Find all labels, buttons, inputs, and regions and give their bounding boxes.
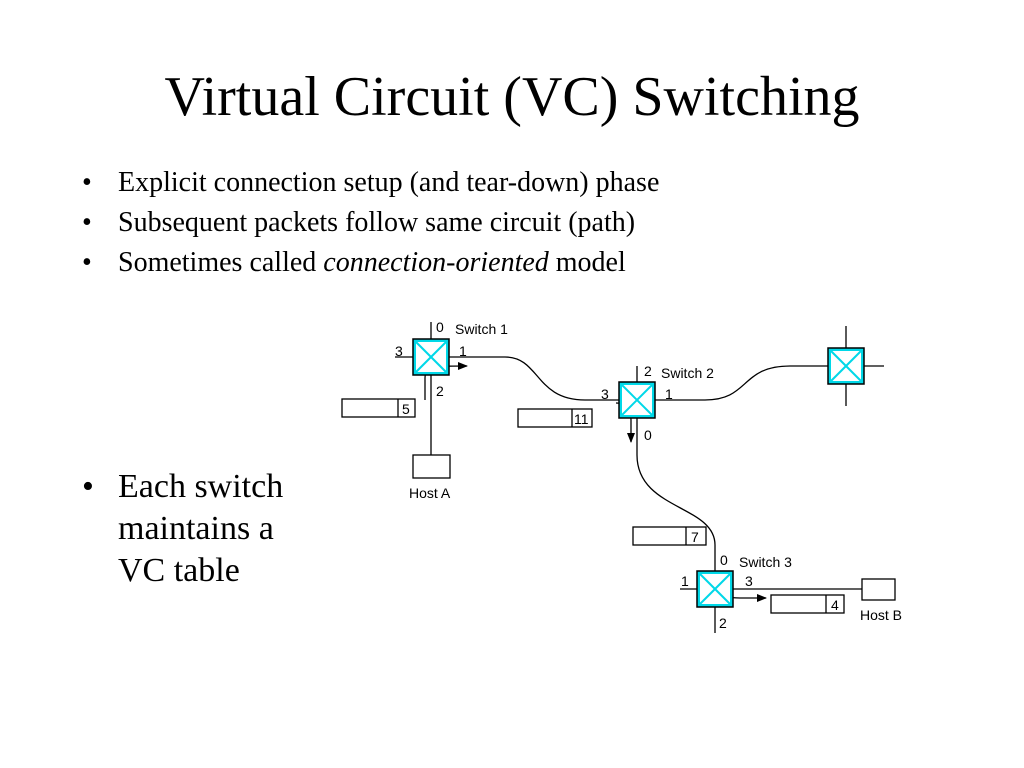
- vc-label: 11: [574, 411, 589, 427]
- switch-2: [618, 381, 656, 419]
- vc-packets: [341, 398, 845, 614]
- port-label: 3: [745, 573, 753, 589]
- host-a-label: Host A: [409, 485, 451, 501]
- link-s1-s2: [449, 356, 619, 401]
- switch-2-label: Switch 2: [661, 365, 714, 381]
- switch-1: [412, 338, 450, 376]
- bullet-text: Sometimes called: [118, 247, 324, 278]
- links: [395, 322, 884, 633]
- slide-title: Virtual Circuit (VC) Switching: [164, 66, 860, 128]
- vc-packet: [341, 398, 416, 418]
- host-b-box: [861, 578, 896, 601]
- bullet-list: Explicit connection setup (and tear-down…: [78, 163, 659, 283]
- port-label: 0: [720, 552, 728, 568]
- bullet-item: Subsequent packets follow same circuit (…: [78, 203, 659, 243]
- bullet-line: Each switch: [118, 468, 284, 505]
- port-label: 2: [719, 615, 727, 631]
- host-b-label: Host B: [860, 607, 902, 623]
- host-a-box: [412, 454, 451, 479]
- port-label: 2: [644, 363, 652, 379]
- bullet-line: maintains a: [118, 510, 274, 547]
- vc-packet: [632, 526, 707, 546]
- port-label: 1: [459, 343, 467, 359]
- switch-1-label: Switch 1: [455, 321, 508, 337]
- bullet-item: Sometimes called connection-oriented mod…: [78, 243, 659, 283]
- port-label: 0: [644, 427, 652, 443]
- bullet-item: Each switch maintains a VC table: [78, 466, 283, 592]
- bullet-line: VC table: [118, 552, 240, 589]
- switch-3: [696, 570, 734, 608]
- port-label: 1: [665, 386, 673, 402]
- vc-label: 5: [402, 401, 410, 417]
- port-label: 2: [436, 383, 444, 399]
- link-s2-s3: [636, 418, 716, 572]
- bullet-item: Explicit connection setup (and tear-down…: [78, 163, 659, 203]
- port-label: 1: [681, 573, 689, 589]
- vc-label: 7: [691, 529, 699, 545]
- port-label: 3: [395, 343, 403, 359]
- bullet-text: model: [548, 247, 626, 278]
- vc-packet: [517, 408, 593, 428]
- side-bullet-list: Each switch maintains a VC table: [78, 466, 283, 592]
- link-s2-switch4: [655, 365, 828, 401]
- port-label: 0: [436, 319, 444, 335]
- switch-3-label: Switch 3: [739, 554, 792, 570]
- port-label: 3: [601, 386, 609, 402]
- switch-4: [827, 347, 865, 385]
- bullet-emphasis: connection-oriented: [323, 247, 549, 278]
- vc-label: 4: [831, 597, 839, 613]
